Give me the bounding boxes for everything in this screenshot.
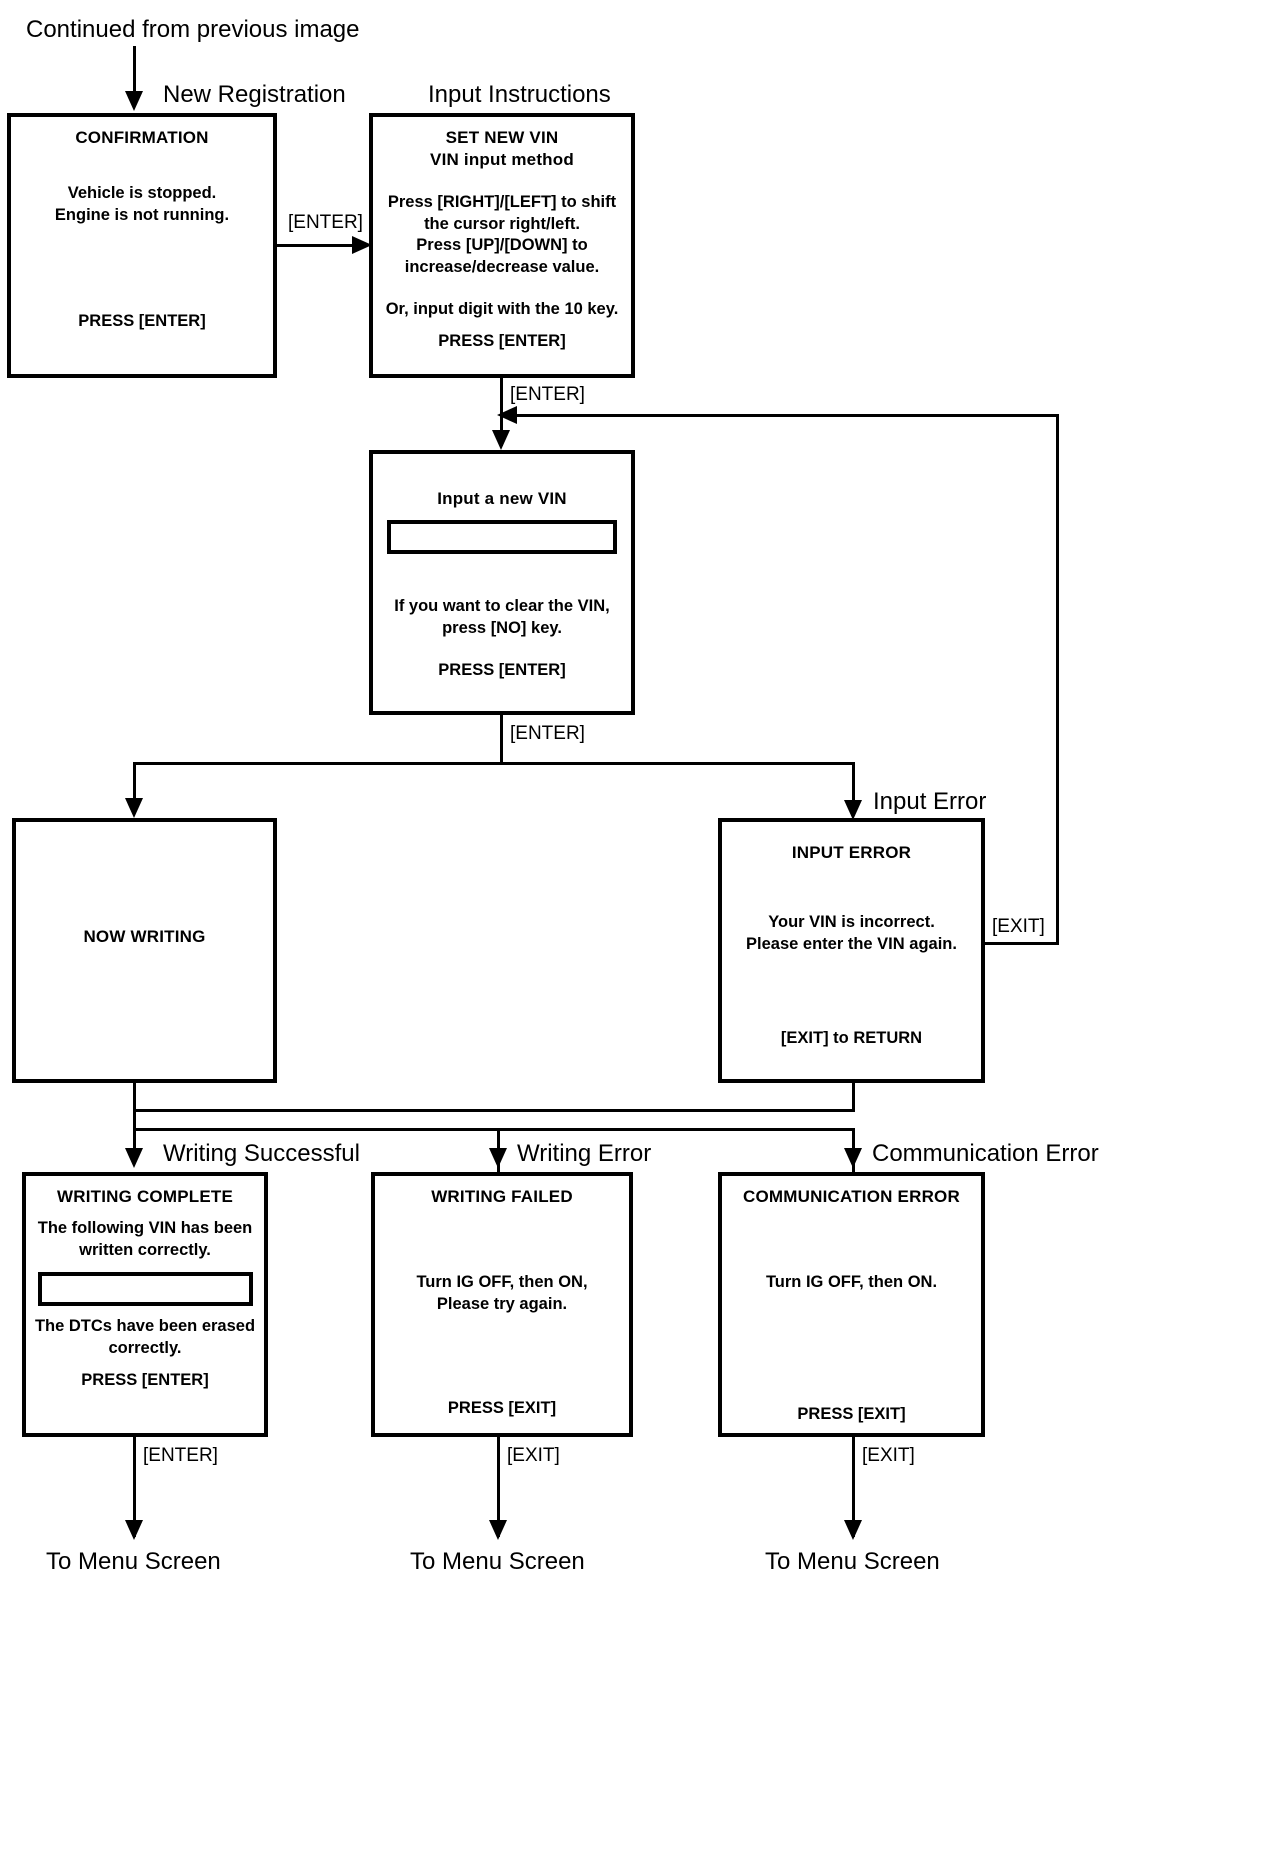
writing-complete-title: WRITING COMPLETE xyxy=(56,1187,234,1206)
connector-input-branch-stem xyxy=(500,715,503,763)
connector-complete-exit xyxy=(133,1437,136,1537)
set-new-vin-body-2: Or, input digit with the 10 key. xyxy=(385,299,619,318)
connector-error-return-horizontal xyxy=(503,414,1059,417)
confirmation-title: CONFIRMATION xyxy=(75,128,209,147)
input-error-body-line-2: Please enter the VIN again. xyxy=(746,935,957,954)
communication-error-title: COMMUNICATION ERROR xyxy=(743,1187,960,1206)
arrow-comm-to-menu xyxy=(844,1520,862,1540)
arrow-to-input-error xyxy=(844,800,862,820)
input-error-body-line-1: Your VIN is incorrect. xyxy=(768,913,935,932)
connector-nowwriting-stem xyxy=(133,1083,136,1111)
edge-label-comm-exit: [EXIT] xyxy=(862,1445,915,1466)
input-new-vin-body-line-1: If you want to clear the VIN, xyxy=(394,597,610,616)
writing-failed-body-line-2: Please try again. xyxy=(436,1295,568,1314)
arrow-complete-to-menu xyxy=(125,1520,143,1540)
edge-label-failed-exit: [EXIT] xyxy=(507,1445,560,1466)
edge-label-setvin-to-input: [ENTER] xyxy=(510,384,585,405)
confirmation-body-line-1: Vehicle is stopped. xyxy=(67,184,217,203)
writing-complete-body1-line-2: written correctly. xyxy=(79,1241,211,1260)
writing-failed-title: WRITING FAILED xyxy=(431,1187,573,1206)
arrow-error-return xyxy=(497,406,517,424)
edge-label-confirm-to-setvin: [ENTER] xyxy=(288,212,363,233)
connector-branch-left-drop xyxy=(133,762,136,806)
arrow-setvin-to-input xyxy=(492,430,510,450)
set-new-vin-title-2: VIN input method xyxy=(430,150,574,170)
communication-error-footer: PRESS [EXIT] xyxy=(797,1405,906,1424)
exit-note-middle: To Menu Screen xyxy=(410,1548,585,1575)
screen-writing-complete[interactable]: WRITING COMPLETE The following VIN has b… xyxy=(22,1172,268,1437)
caption-input-error: Input Error xyxy=(873,788,987,815)
writing-complete-body1-line-1: The following VIN has been xyxy=(37,1219,253,1238)
caption-communication-error: Communication Error xyxy=(872,1140,1099,1167)
input-new-vin-footer: PRESS [ENTER] xyxy=(438,660,566,679)
connector-comm-exit xyxy=(852,1437,855,1537)
writing-complete-footer: PRESS [ENTER] xyxy=(81,1370,209,1389)
connector-inputerror-down-stub xyxy=(852,1083,855,1111)
arrow-to-communication-error xyxy=(844,1148,862,1168)
connector-result-bus-2 xyxy=(133,1128,855,1131)
connector-entry-stem xyxy=(133,46,136,94)
arrow-to-now-writing xyxy=(125,798,143,818)
writing-failed-footer: PRESS [EXIT] xyxy=(447,1398,557,1417)
input-error-footer: [EXIT] to RETURN xyxy=(780,1028,923,1047)
connector-error-exit-stub xyxy=(985,942,1059,945)
set-new-vin-body-line-2: the cursor right/left. xyxy=(424,214,580,233)
connector-confirm-to-setvin xyxy=(277,244,357,247)
connector-input-branch-bus xyxy=(133,762,855,765)
communication-error-body-line-1: Turn IG OFF, then ON. xyxy=(765,1273,938,1292)
set-new-vin-title-1: SET NEW VIN xyxy=(445,128,559,147)
arrow-to-writing-failed xyxy=(489,1148,507,1168)
input-new-vin-title: Input a new VIN xyxy=(437,489,567,508)
set-new-vin-body-line-1: Press [RIGHT]/[LEFT] to shift xyxy=(387,192,617,211)
writing-complete-body2-line-1: The DTCs have been erased xyxy=(34,1316,256,1335)
screen-set-new-vin[interactable]: SET NEW VIN VIN input method Press [RIGH… xyxy=(369,113,635,378)
set-new-vin-footer: PRESS [ENTER] xyxy=(438,331,566,350)
set-new-vin-body-line-3: Press [UP]/[DOWN] to xyxy=(416,236,588,255)
caption-input-instructions: Input Instructions xyxy=(428,81,611,108)
arrow-to-writing-complete xyxy=(125,1148,143,1168)
edge-label-complete-exit: [ENTER] xyxy=(143,1445,218,1466)
screen-writing-failed[interactable]: WRITING FAILED Turn IG OFF, then ON, Ple… xyxy=(371,1172,633,1437)
screen-communication-error[interactable]: COMMUNICATION ERROR Turn IG OFF, then ON… xyxy=(718,1172,985,1437)
edge-label-input-branch: [ENTER] xyxy=(510,723,585,744)
connector-error-return-vertical xyxy=(1056,414,1059,944)
now-writing-title: NOW WRITING xyxy=(83,927,206,946)
connector-branch-right-drop xyxy=(852,762,855,812)
arrow-failed-to-menu xyxy=(489,1520,507,1540)
writing-complete-body2-line-2: correctly. xyxy=(108,1338,182,1357)
vin-input-field[interactable] xyxy=(387,520,617,555)
confirmation-footer: PRESS [ENTER] xyxy=(78,311,206,330)
screen-now-writing[interactable]: NOW WRITING xyxy=(12,818,277,1083)
connector-result-left-drop xyxy=(133,1109,136,1157)
connector-result-bus xyxy=(133,1109,855,1112)
writing-failed-body-line-1: Turn IG OFF, then ON, xyxy=(416,1273,588,1292)
input-error-title: INPUT ERROR xyxy=(791,843,912,862)
entry-note-label: Continued from previous image xyxy=(26,16,360,43)
screen-input-error[interactable]: INPUT ERROR Your VIN is incorrect. Pleas… xyxy=(718,818,985,1083)
exit-note-left: To Menu Screen xyxy=(46,1548,221,1575)
caption-writing-error: Writing Error xyxy=(517,1140,652,1167)
caption-writing-successful: Writing Successful xyxy=(163,1140,360,1167)
caption-new-registration: New Registration xyxy=(163,81,346,108)
arrow-entry-to-confirmation xyxy=(125,91,143,111)
screen-confirmation[interactable]: CONFIRMATION Vehicle is stopped. Engine … xyxy=(7,113,277,378)
connector-failed-exit xyxy=(497,1437,500,1537)
exit-note-right: To Menu Screen xyxy=(765,1548,940,1575)
confirmation-body-line-2: Engine is not running. xyxy=(54,206,230,225)
edge-label-error-return: [EXIT] xyxy=(992,916,1045,937)
written-vin-field[interactable] xyxy=(37,1271,253,1306)
arrow-confirm-to-setvin xyxy=(352,236,372,254)
screen-input-new-vin[interactable]: Input a new VIN If you want to clear the… xyxy=(369,450,635,715)
set-new-vin-body-line-4: increase/decrease value. xyxy=(404,258,600,277)
input-new-vin-body-line-2: press [NO] key. xyxy=(442,619,562,638)
